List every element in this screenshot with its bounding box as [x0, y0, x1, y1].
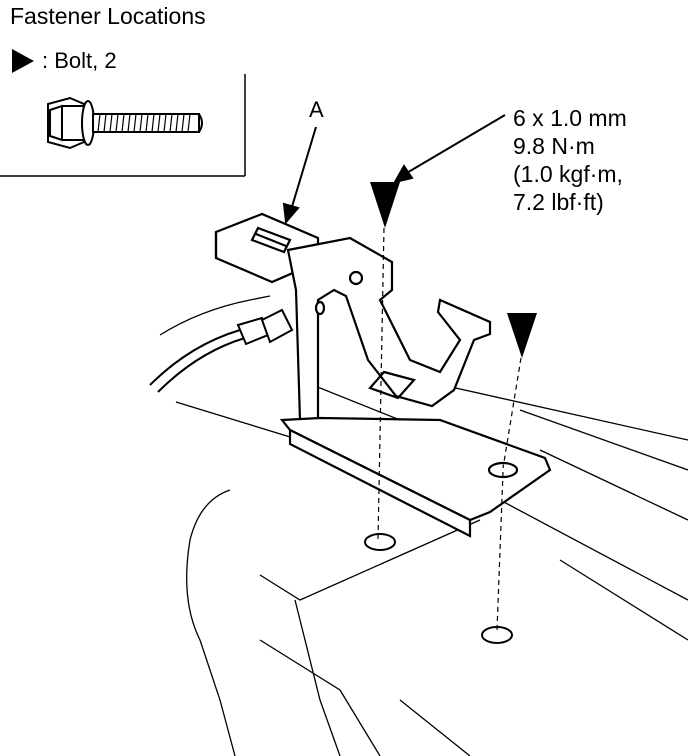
- bolt-marker-2-icon: [507, 313, 537, 358]
- bolt-markers: [370, 182, 537, 631]
- spec-torque-lbfft: 7.2 lbf·ft): [513, 189, 604, 215]
- spec-size: 6 x 1.0 mm: [513, 105, 627, 131]
- spec-torque-nm: 9.8 N·m: [513, 133, 595, 159]
- bolt-marker-1-icon: [370, 182, 400, 228]
- bolt-illustration: [47, 96, 203, 150]
- mounting-holes: [364, 533, 513, 644]
- diagram-title: Fastener Locations: [10, 3, 206, 29]
- legend-frame: [0, 74, 246, 177]
- switch-cable: [149, 308, 294, 393]
- callout-a-label: A: [309, 97, 324, 122]
- body-panel: [159, 295, 688, 756]
- legend-text: : Bolt, 2: [42, 48, 117, 73]
- leader-lines: [282, 114, 506, 225]
- torque-spec: 6 x 1.0 mm 9.8 N·m (1.0 kgf·m, 7.2 lbf·f…: [513, 104, 627, 216]
- spec-torque-kgfm: (1.0 kgf·m,: [513, 161, 623, 187]
- latch-bracket: [279, 236, 552, 538]
- triangle-marker-icon: [12, 49, 34, 73]
- fastener-legend: : Bolt, 2: [10, 47, 117, 75]
